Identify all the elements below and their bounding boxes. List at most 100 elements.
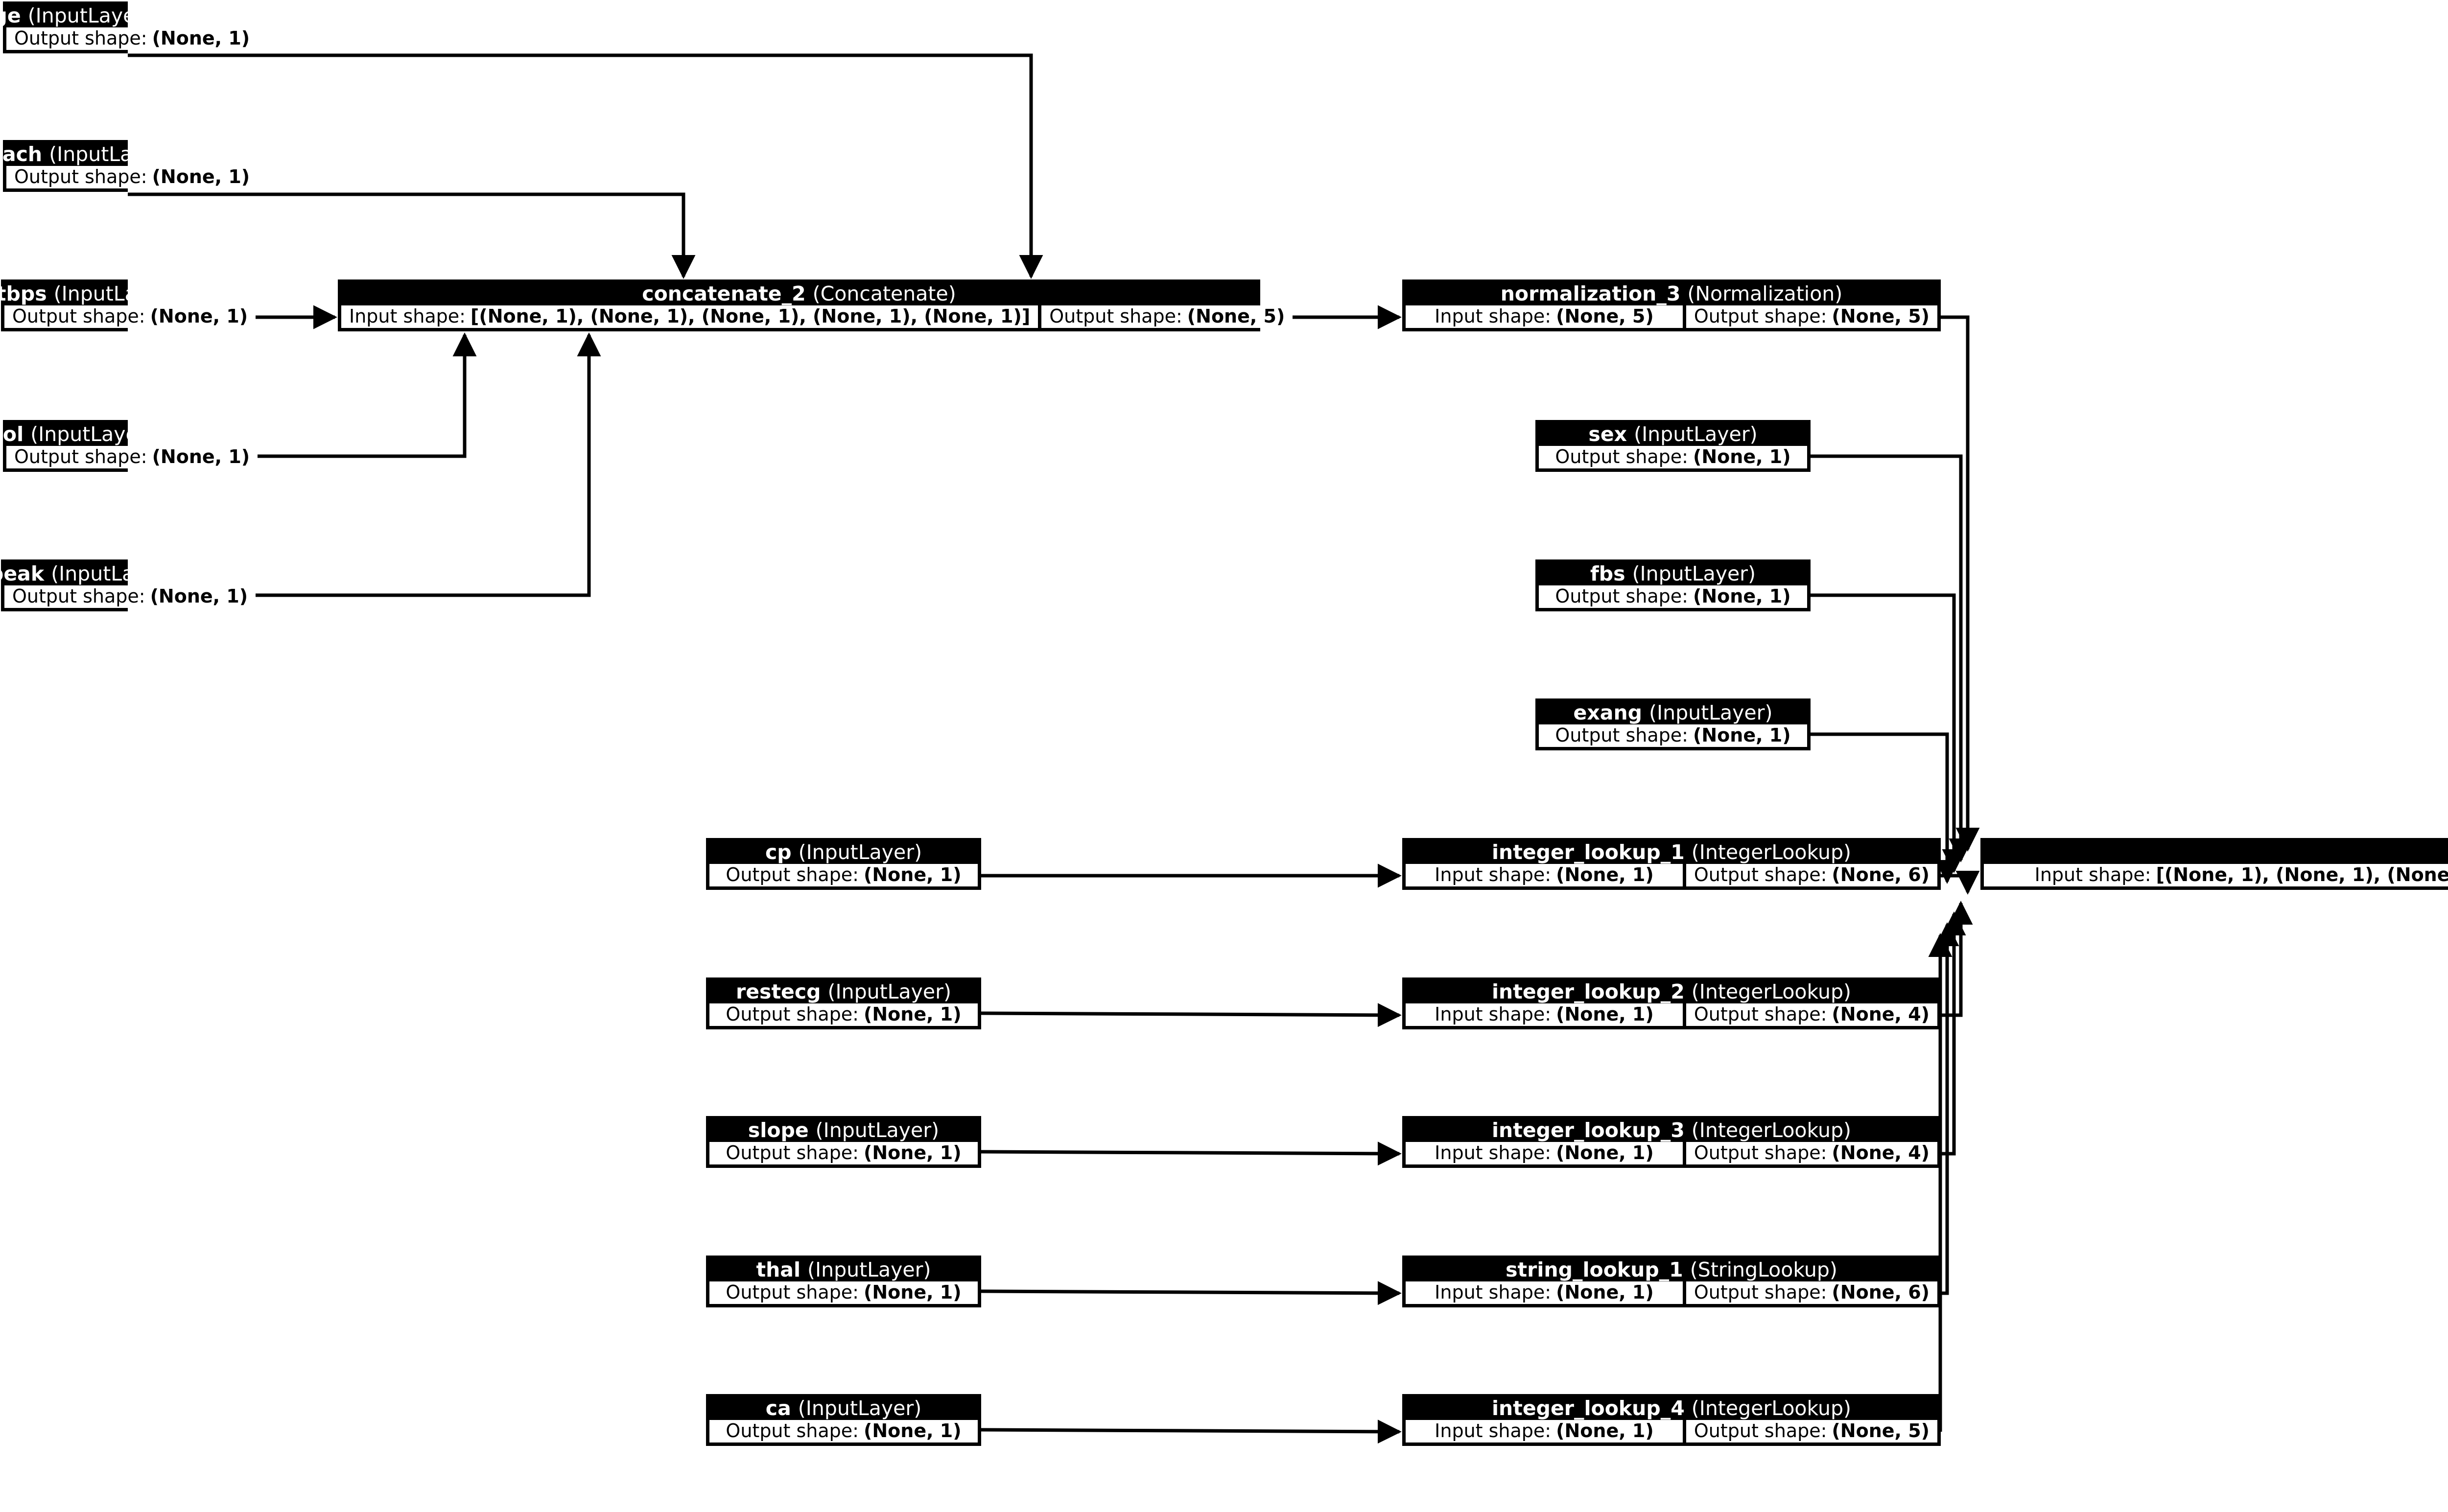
layer-node-title: ca(InputLayer) bbox=[709, 1397, 978, 1420]
layer-node-concatenate_2[interactable]: concatenate_2(Concatenate)Input shape:[(… bbox=[338, 279, 1293, 331]
layer-name: chol bbox=[0, 422, 24, 446]
output-shape-cell-label: Output shape: bbox=[1049, 305, 1182, 327]
output-shape-cell-value: (None, 1) bbox=[150, 305, 248, 327]
input-shape-cell-label: Input shape: bbox=[1435, 305, 1552, 327]
input-shape-cell-label: Input shape: bbox=[1435, 1142, 1552, 1164]
output-shape-cell-label: Output shape: bbox=[726, 1281, 859, 1303]
layer-node-ca[interactable]: ca(InputLayer)Output shape:(None, 1) bbox=[706, 1394, 981, 1446]
output-shape-cell: Output shape:(None, 1) bbox=[709, 1142, 978, 1164]
output-shape-cell-label: Output shape: bbox=[726, 1003, 859, 1025]
layer-class: (IntegerLookup) bbox=[1691, 980, 1851, 1004]
output-shape-cell-value: (None, 1) bbox=[152, 446, 250, 468]
layer-node-string_lookup_1[interactable]: string_lookup_1(StringLookup)Input shape… bbox=[1402, 1256, 1941, 1307]
output-shape-cell: Output shape:(None, 4) bbox=[1686, 1003, 1937, 1026]
layer-class: (IntegerLookup) bbox=[1691, 1396, 1851, 1420]
layer-name: integer_lookup_3 bbox=[1491, 1118, 1685, 1142]
layer-node-restecg[interactable]: restecg(InputLayer)Output shape:(None, 1… bbox=[706, 977, 981, 1029]
layer-node-trestbps[interactable]: trestbps(InputLayer)Output shape:(None, … bbox=[0, 279, 256, 331]
output-shape-cell-label: Output shape: bbox=[1555, 446, 1688, 468]
layer-node-age[interactable]: age(InputLayer)Output shape:(None, 1) bbox=[0, 1, 258, 53]
input-shape-cell: Input shape:(None, 1) bbox=[1406, 1281, 1686, 1304]
layer-node-integer_lookup_4[interactable]: integer_lookup_4(IntegerLookup)Input sha… bbox=[1402, 1394, 1941, 1446]
output-shape-cell-value: (None, 1) bbox=[152, 27, 250, 49]
layer-node-cp[interactable]: cp(InputLayer)Output shape:(None, 1) bbox=[706, 838, 981, 890]
edge-thalach-to-concatenate_2 bbox=[128, 192, 696, 279]
layer-node-title: slope(InputLayer) bbox=[709, 1119, 978, 1142]
output-shape-cell: Output shape:(None, 1) bbox=[709, 864, 978, 886]
layer-node-title: integer_lookup_1(IntegerLookup) bbox=[1406, 841, 1937, 864]
output-shape-cell: Output shape:(None, 1) bbox=[6, 446, 258, 468]
layer-node-integer_lookup_3[interactable]: integer_lookup_3(IntegerLookup)Input sha… bbox=[1402, 1116, 1941, 1168]
layer-node-title: restecg(InputLayer) bbox=[709, 981, 978, 1003]
layer-node-title: chol(InputLayer) bbox=[0, 423, 154, 446]
edge-string_lookup_1-to-concatenate_3 bbox=[1935, 922, 1959, 1295]
layer-class: (InputLayer) bbox=[1634, 422, 1758, 446]
layer-class: (Concatenate) bbox=[812, 282, 956, 306]
layer-node-integer_lookup_1[interactable]: integer_lookup_1(IntegerLookup)Input sha… bbox=[1402, 838, 1941, 890]
input-shape-cell: Input shape:[(None, 1), (None, 1), (None… bbox=[1984, 864, 2448, 886]
output-shape-cell-value: (None, 1) bbox=[152, 166, 250, 188]
layer-node-thal[interactable]: thal(InputLayer)Output shape:(None, 1) bbox=[706, 1256, 981, 1307]
layer-class: (InputLayer) bbox=[798, 1396, 922, 1420]
layer-node-slope[interactable]: slope(InputLayer)Output shape:(None, 1) bbox=[706, 1116, 981, 1168]
layer-node-shapes: Input shape:(None, 5) Output shape:(None,… bbox=[1406, 305, 1937, 328]
input-shape-cell-label: Input shape: bbox=[349, 305, 466, 327]
layer-node-exang[interactable]: exang(InputLayer)Output shape:(None, 1) bbox=[1535, 698, 1811, 750]
layer-node-shapes: Output shape:(None, 1) bbox=[709, 1142, 978, 1164]
layer-name: normalization_3 bbox=[1500, 282, 1681, 306]
layer-node-shapes: Output shape:(None, 1) bbox=[6, 446, 258, 468]
layer-node-oldpeak[interactable]: oldpeak(InputLayer)Output shape:(None, 1… bbox=[0, 559, 256, 611]
edge-sex-to-concatenate_3 bbox=[1811, 454, 1973, 862]
output-shape-cell-value: (None, 1) bbox=[150, 585, 248, 607]
output-shape-cell: Output shape:(None, 1) bbox=[4, 305, 256, 328]
output-shape-cell-value: (None, 1) bbox=[863, 1281, 962, 1303]
layer-node-title: thal(InputLayer) bbox=[709, 1259, 978, 1281]
layer-class: (InputLayer) bbox=[30, 422, 154, 446]
layer-node-shapes: Output shape:(None, 1) bbox=[709, 1281, 978, 1304]
layer-name: integer_lookup_2 bbox=[1491, 980, 1685, 1004]
output-shape-cell: Output shape:(None, 5) bbox=[1686, 305, 1937, 328]
output-shape-cell-label: Output shape: bbox=[1555, 724, 1688, 746]
layer-name: cp bbox=[765, 840, 792, 864]
layer-name: sex bbox=[1588, 422, 1627, 446]
layer-node-title: integer_lookup_2(IntegerLookup) bbox=[1406, 981, 1937, 1003]
output-shape-cell-label: Output shape: bbox=[1555, 585, 1688, 607]
layer-class: (InputLayer) bbox=[1649, 701, 1773, 725]
layer-node-chol[interactable]: chol(InputLayer)Output shape:(None, 1) bbox=[0, 420, 258, 472]
layer-class: (InputLayer) bbox=[53, 282, 178, 306]
layer-name: oldpeak bbox=[0, 562, 45, 586]
layer-node-title: cp(InputLayer) bbox=[709, 841, 978, 864]
layer-node-shapes: Output shape:(None, 1) bbox=[709, 864, 978, 886]
output-shape-cell-value: (None, 6) bbox=[1832, 1281, 1930, 1303]
output-shape-cell: Output shape:(None, 1) bbox=[709, 1420, 978, 1442]
layer-node-shapes: Output shape:(None, 1) bbox=[6, 27, 258, 50]
layer-node-shapes: Input shape:(None, 1)Output shape:(None,… bbox=[1406, 1003, 1937, 1026]
layer-node-fbs[interactable]: fbs(InputLayer)Output shape:(None, 1) bbox=[1535, 559, 1811, 611]
output-shape-cell: Output shape:(None, 1) bbox=[709, 1281, 978, 1304]
layer-node-normalization_3[interactable]: normalization_3(Normalization)Input shap… bbox=[1402, 279, 1941, 331]
layer-node-concatenate_3[interactable]: concatenate_3(Concatenate)Input shape:[(… bbox=[1980, 838, 2448, 890]
layer-node-title: exang(InputLayer) bbox=[1539, 702, 1807, 724]
output-shape-cell-label: Output shape: bbox=[1694, 305, 1827, 327]
layer-class: (IntegerLookup) bbox=[1691, 1118, 1851, 1142]
input-shape-cell-value: (None, 5) bbox=[1556, 305, 1654, 327]
layer-node-shapes: Output shape:(None, 1) bbox=[4, 305, 256, 328]
edge-chol-to-concatenate_2 bbox=[128, 332, 477, 458]
layer-node-thalach[interactable]: thalach(InputLayer)Output shape:(None, 1… bbox=[0, 140, 258, 192]
layer-node-title: integer_lookup_3(IntegerLookup) bbox=[1406, 1119, 1937, 1142]
layer-node-sex[interactable]: sex(InputLayer)Output shape:(None, 1) bbox=[1535, 420, 1811, 472]
output-shape-cell: Output shape:(None, 5) bbox=[1686, 1420, 1937, 1442]
output-shape-cell: Output shape:(None, 1) bbox=[1539, 585, 1807, 608]
layer-node-integer_lookup_2[interactable]: integer_lookup_2(IntegerLookup)Input sha… bbox=[1402, 977, 1941, 1029]
layer-node-shapes: Input shape:(None, 1)Output shape:(None,… bbox=[1406, 1281, 1937, 1304]
input-shape-cell-value: [(None, 1), (None, 1), (None, 1), (None,… bbox=[470, 305, 1031, 327]
layer-name: fbs bbox=[1590, 562, 1625, 586]
layer-class: (InputLayer) bbox=[807, 1258, 931, 1282]
output-shape-cell: Output shape:(None, 6) bbox=[1686, 864, 1937, 886]
layer-class: (InputLayer) bbox=[827, 980, 951, 1004]
output-shape-cell: Output shape:(None, 6) bbox=[1686, 1281, 1937, 1304]
output-shape-cell-label: Output shape: bbox=[14, 27, 147, 49]
input-shape-cell: Input shape:[(None, 1), (None, 1), (None… bbox=[341, 305, 1042, 328]
layer-name: thalach bbox=[0, 142, 43, 166]
